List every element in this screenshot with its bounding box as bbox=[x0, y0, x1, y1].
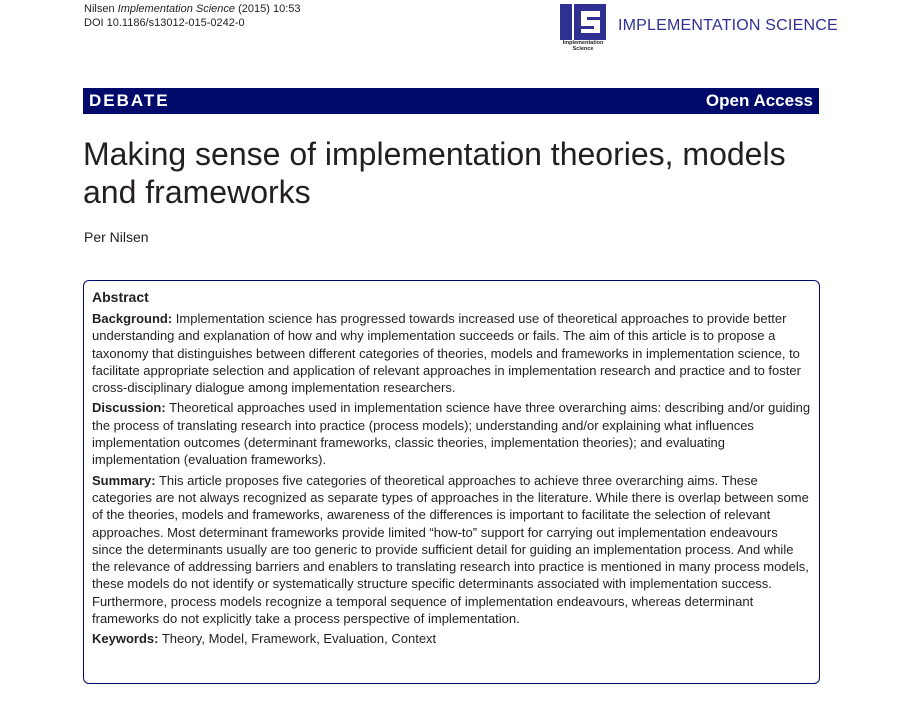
citation-year-volume: (2015) 10:53 bbox=[238, 3, 301, 15]
abstract-box: Abstract Background: Implementation scie… bbox=[83, 280, 820, 684]
open-access-label: Open Access bbox=[705, 91, 813, 110]
citation-line: Nilsen Implementation Science (2015) 10:… bbox=[84, 2, 301, 16]
discussion-label: Discussion: bbox=[92, 400, 166, 416]
citation-doi[interactable]: DOI 10.1186/s13012-015-0242-0 bbox=[84, 17, 245, 29]
summary-text: This article proposes five categories of… bbox=[92, 472, 809, 627]
summary-label: Summary: bbox=[92, 472, 156, 488]
article-title: Making sense of implementation theories,… bbox=[83, 136, 786, 210]
abstract-background: Background: Implementation science has p… bbox=[92, 310, 811, 396]
background-label: Background: bbox=[92, 311, 173, 326]
article-author[interactable]: Per Nilsen bbox=[84, 229, 149, 245]
journal-logo: Implementation Science IMPLEMENTATION SC… bbox=[558, 3, 838, 53]
abstract-heading: Abstract bbox=[92, 289, 149, 305]
keywords-text: Theory, Model, Framework, Evaluation, Co… bbox=[158, 631, 437, 647]
discussion-text: Theoretical approaches used in implement… bbox=[92, 400, 811, 468]
journal-name: IMPLEMENTATION SCIENCE bbox=[618, 17, 838, 34]
citation-header: Nilsen Implementation Science (2015) 10:… bbox=[84, 2, 301, 30]
article-type: DEBATE bbox=[89, 91, 170, 110]
background-text: Implementation science has progressed to… bbox=[92, 311, 801, 396]
journal-logo-subtitle: Implementation Science bbox=[562, 40, 604, 52]
keywords-label: Keywords: bbox=[92, 631, 159, 647]
abstract-discussion: Discussion: Theoretical approaches used … bbox=[92, 399, 811, 468]
citation-journal: Implementation Science bbox=[117, 3, 236, 15]
journal-logo-icon bbox=[558, 3, 608, 41]
article-type-band: DEBATE Open Access bbox=[83, 88, 819, 114]
abstract-keywords: Keywords: Theory, Model, Framework, Eval… bbox=[92, 630, 811, 647]
abstract-summary: Summary: This article proposes five cate… bbox=[92, 472, 811, 628]
citation-author: Nilsen bbox=[84, 3, 115, 15]
